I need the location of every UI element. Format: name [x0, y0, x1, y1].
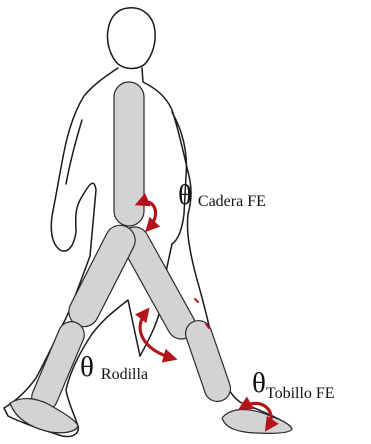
front-shank-segment [182, 317, 234, 405]
knee-angle-label: θ Rodilla [80, 353, 148, 382]
knee-tick-upper [195, 299, 198, 302]
knee-theta-symbol: θ [80, 351, 94, 383]
ankle-label-text: Tobillo FE [266, 385, 335, 402]
hip-angle-label: θ Cadera FE [178, 181, 266, 210]
ankle-angle-label: θTobillo FE [252, 369, 335, 398]
hip-theta-symbol: θ [178, 179, 192, 211]
hip-label-text: Cadera FE [198, 193, 266, 210]
front-foot-segment [222, 410, 292, 434]
ankle-theta-symbol: θ [252, 367, 266, 399]
rear-foot-segment [10, 399, 78, 433]
segments [10, 82, 292, 433]
knee-label-text: Rodilla [101, 366, 148, 383]
